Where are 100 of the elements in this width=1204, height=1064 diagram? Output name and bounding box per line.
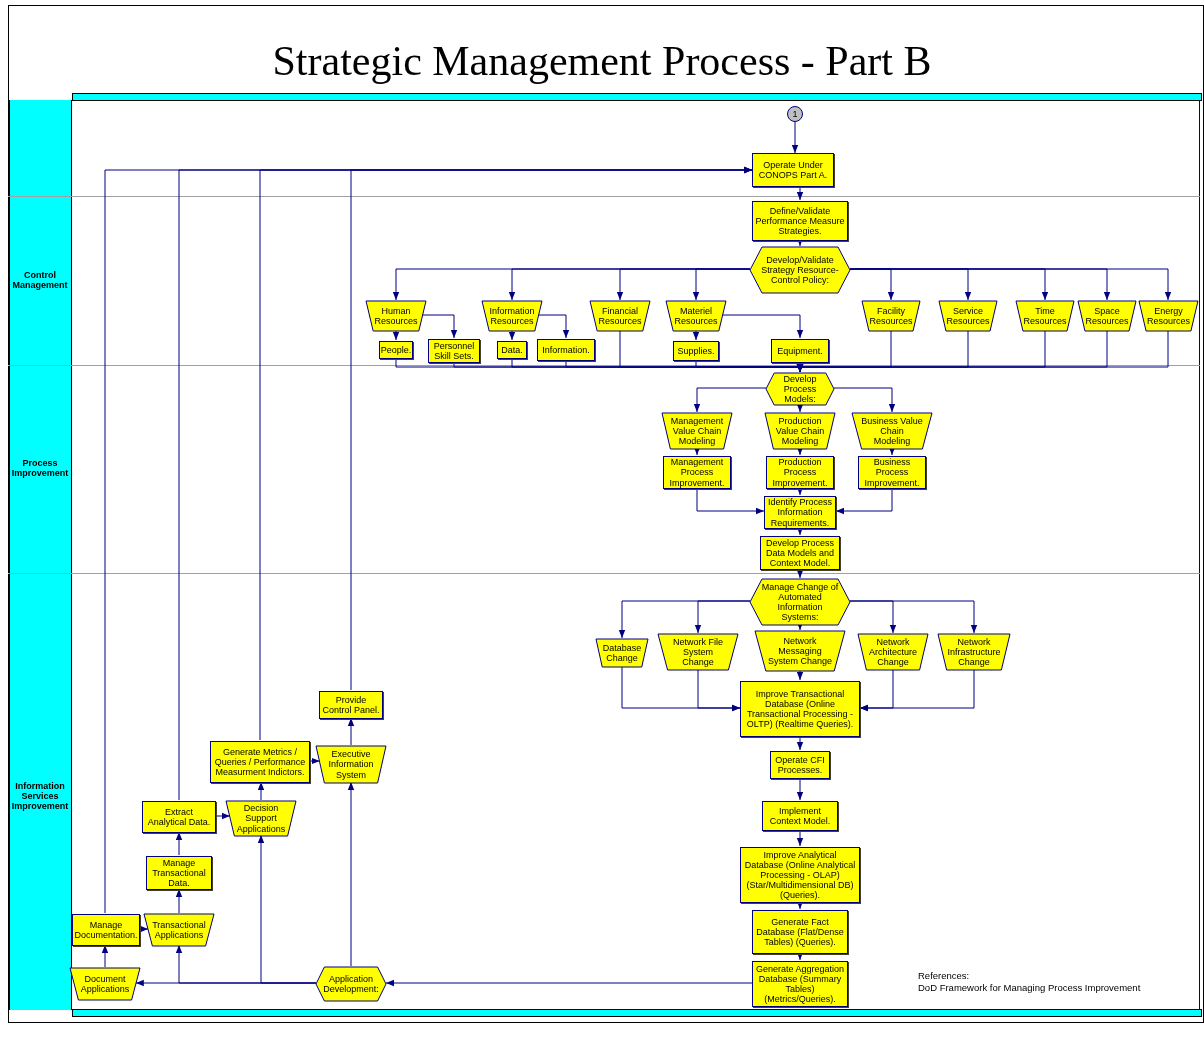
arrow — [796, 527, 804, 536]
lane-label: Control Management — [11, 269, 69, 291]
process-box: Operate Under CONOPS Part A. — [752, 153, 834, 187]
trapezoid-node: Human Resources — [366, 301, 426, 331]
arrow — [385, 979, 753, 987]
arrow — [796, 329, 1169, 373]
trapezoid-node: Executive Information System — [316, 746, 386, 783]
reference-note: References: — [918, 970, 970, 982]
process-box: Personnel Skill Sets. — [428, 339, 480, 363]
arrow — [796, 403, 804, 413]
process-box: Equipment. — [771, 339, 829, 363]
process-box: Improve Analytical Database (Online Analytical Processing - OLAP) (Star/Multidimensional DB) (Queries). — [740, 847, 860, 903]
arrow — [215, 812, 231, 820]
arrow — [791, 121, 799, 154]
hexagon-node: Application Development: — [316, 967, 386, 1001]
arrow — [833, 387, 896, 413]
trapezoid-node: Production Value Chain Modeling — [765, 413, 835, 449]
arrow — [849, 268, 1172, 301]
process-box: Identify Process Information Requirements. — [764, 496, 836, 529]
arrow — [796, 901, 804, 910]
arrow — [697, 668, 741, 712]
arrow — [139, 925, 149, 933]
process-box: Extract Analytical Data. — [142, 801, 216, 833]
hexagon-node: Develop/Validate Strategy Resource-Control Policy: — [750, 247, 850, 293]
arrow — [796, 952, 804, 961]
arrow — [796, 829, 804, 847]
process-box: Generate Metrics / Queries / Performance Measurment Indictors. — [210, 741, 310, 783]
arrow — [693, 447, 701, 456]
arrow — [421, 314, 458, 339]
arrow — [696, 487, 765, 515]
arrow — [796, 669, 804, 681]
arrow — [257, 781, 265, 801]
trapezoid-node: Network File System Change — [658, 634, 738, 670]
arrow — [101, 944, 109, 968]
arrow — [350, 166, 753, 691]
hexagon-node: Develop Process Models: — [766, 373, 834, 405]
process-box: Information. — [537, 339, 595, 361]
arrow — [849, 600, 978, 634]
arrow — [175, 888, 183, 914]
trapezoid-node: Information Resources — [482, 301, 542, 331]
trapezoid-node: Document Applications — [70, 968, 140, 1000]
process-box: Management Process Improvement. — [663, 456, 731, 489]
process-box: Production Process Improvement. — [766, 456, 834, 489]
process-box: Provide Control Panel. — [319, 691, 383, 719]
lane-label: Information Services Improvement — [10, 780, 70, 812]
trapezoid-node: Time Resources — [1016, 301, 1074, 331]
diagram-title: Strategic Management Process - Part B — [271, 37, 933, 86]
process-box: Manage Transactional Data. — [146, 856, 212, 890]
trapezoid-node: Financial Resources — [590, 301, 650, 331]
trapezoid-node: Facility Resources — [862, 301, 920, 331]
arrow — [347, 717, 355, 746]
trapezoid-node: Management Value Chain Modeling — [662, 413, 732, 449]
swimlane — [8, 196, 1200, 365]
arrow — [721, 314, 804, 339]
process-box: Business Process Improvement. — [858, 456, 926, 489]
trapezoid-node: Network Messaging System Change — [755, 631, 845, 671]
trapezoid-node: Business Value Chain Modeling — [852, 413, 932, 449]
trapezoid-node: Service Resources — [939, 301, 997, 331]
swimlane — [8, 365, 1200, 573]
trapezoid-node: Database Change — [596, 639, 648, 667]
arrow — [508, 329, 516, 341]
swimlane — [8, 573, 1200, 1010]
arrow — [859, 668, 975, 712]
arrow — [796, 447, 804, 456]
process-box: Supplies. — [673, 341, 719, 361]
trapezoid-node: Materiel Resources — [666, 301, 726, 331]
process-box: Manage Documentation. — [72, 914, 140, 946]
arrow — [175, 831, 183, 856]
arrow — [392, 329, 400, 341]
process-box: Develop Process Data Models and Context Model. — [760, 536, 840, 570]
arrow — [257, 834, 317, 984]
reference-note: DoD Framework for Managing Process Improvement — [918, 982, 1141, 994]
arrow — [796, 777, 804, 801]
process-box: Define/Validate Performance Measure Strategies. — [752, 201, 848, 241]
arrow — [693, 387, 767, 413]
trapezoid-node: Energy Resources — [1139, 301, 1198, 331]
process-box: Generate Fact Database (Flat/Dense Tables) (Queries). — [752, 910, 848, 954]
hexagon-node: Manage Change of Automated Information Systems: — [750, 579, 850, 625]
arrow — [537, 314, 570, 339]
arrow — [796, 186, 804, 201]
process-box: Generate Aggregation Database (Summary Tables) (Metrics/Queries). — [752, 961, 848, 1007]
arrow — [347, 781, 355, 967]
trapezoid-node: Decision Support Applications — [226, 801, 296, 836]
arrow — [888, 447, 896, 456]
arrow — [796, 487, 804, 496]
arrow — [692, 329, 700, 341]
process-box: Operate CFI Processes. — [770, 751, 830, 779]
trapezoid-node: Space Resources — [1078, 301, 1136, 331]
lane-label: Process Improvement — [10, 458, 70, 479]
process-box: Implement Context Model. — [762, 801, 838, 831]
arrow — [835, 487, 893, 515]
arrow — [796, 735, 804, 751]
arrow — [694, 600, 751, 634]
trapezoid-node: Network Infrastructure Change — [938, 634, 1010, 670]
process-box: Data. — [497, 341, 527, 359]
process-box: People. — [379, 341, 413, 359]
arrow — [309, 757, 321, 765]
arrow — [692, 268, 751, 301]
trapezoid-node: Network Architecture Change — [858, 634, 928, 670]
process-box: Improve Transactional Database (Online Transactional Processing - OLTP) (Realtime Queries). — [740, 681, 860, 737]
